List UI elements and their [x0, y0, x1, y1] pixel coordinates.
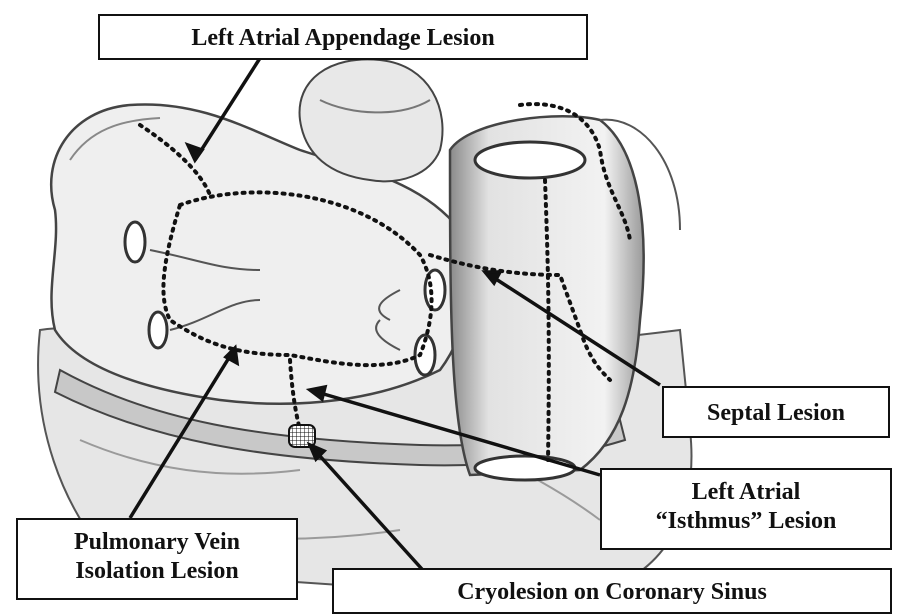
label-appendage-text: Left Atrial Appendage Lesion	[100, 24, 586, 53]
label-pv-line2: Isolation Lesion	[18, 557, 296, 586]
ivc-opening	[475, 456, 575, 480]
label-pv-line1: Pulmonary Vein	[18, 528, 296, 557]
label-cryolesion: Cryolesion on Coronary Sinus	[332, 568, 892, 614]
label-isthmus-lesion: Left Atrial “Isthmus” Lesion	[600, 468, 892, 550]
label-cryo-text: Cryolesion on Coronary Sinus	[334, 578, 890, 607]
pulmonary-vein-ul	[125, 222, 145, 262]
label-pv-isolation-lesion: Pulmonary Vein Isolation Lesion	[16, 518, 298, 600]
pulmonary-vein-ll	[149, 312, 167, 348]
label-isthmus-line2: “Isthmus” Lesion	[602, 507, 890, 536]
label-septal-lesion: Septal Lesion	[662, 386, 890, 438]
svc-opening	[475, 142, 585, 178]
label-isthmus-line1: Left Atrial	[602, 478, 890, 507]
label-septal-text: Septal Lesion	[664, 399, 888, 428]
label-appendage-lesion: Left Atrial Appendage Lesion	[98, 14, 588, 60]
